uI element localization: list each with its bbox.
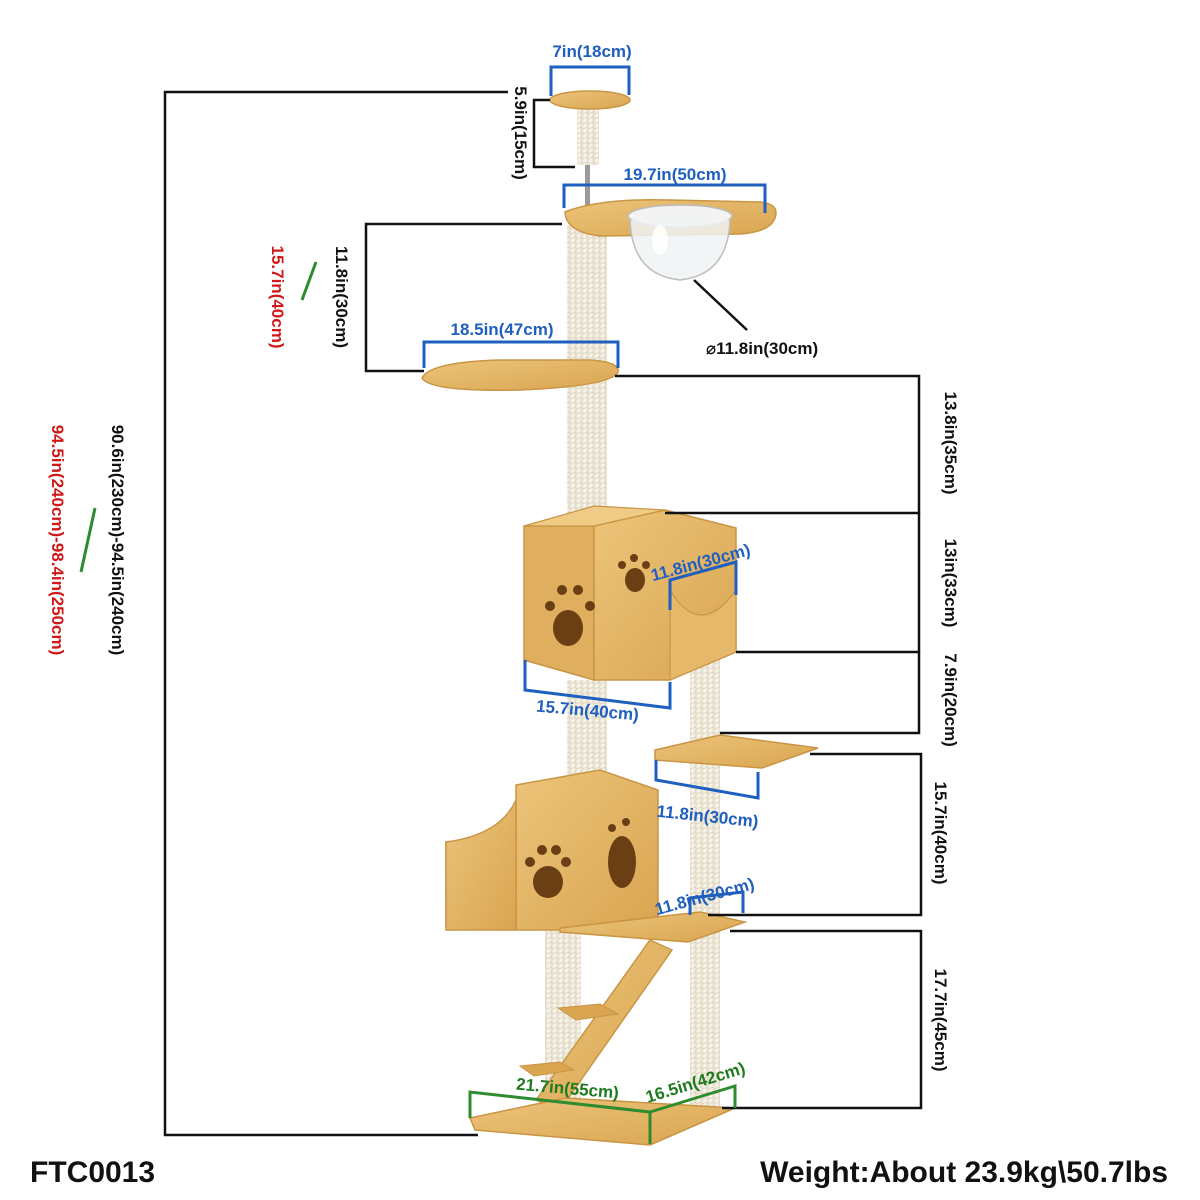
label-gap-to-condo-top: 13.8in(35cm)	[941, 392, 960, 495]
label-round-platform-width: 18.5in(47cm)	[451, 320, 554, 339]
weight-label: Weight:About 23.9kg\50.7lbs	[760, 1156, 1168, 1189]
label-lower-to-base-height: 17.7in(45cm)	[931, 969, 950, 1072]
blue-dimension-lines	[422, 65, 767, 915]
label-condo-top-height: 13in(33cm)	[941, 539, 960, 628]
metal-rod	[585, 165, 590, 213]
label-bowl-platform-width: 19.7in(50cm)	[624, 165, 727, 184]
label-step-to-lower-platform: 15.7in(40cm)	[931, 782, 950, 885]
black-dimension-lines	[163, 90, 923, 1137]
label-top-post-height: 5.9in(15cm)	[511, 86, 530, 180]
bowl-highlight	[652, 225, 668, 255]
label-upper-gap-height-alt: 15.7in(40cm)	[268, 246, 287, 349]
ladder-step-lower	[518, 1061, 576, 1077]
sisal-post-top	[577, 103, 599, 165]
model-number: FTC0013	[30, 1156, 155, 1189]
base-board	[468, 1097, 736, 1146]
cat-tree	[421, 90, 819, 1146]
upper-condo	[523, 505, 737, 681]
top-perch	[549, 90, 631, 110]
label-bowl-diameter: ⌀11.8in(30cm)	[706, 339, 818, 358]
lower-platform	[559, 911, 748, 943]
label-upper-gap-height: 11.8in(30cm)	[332, 246, 351, 348]
green-dimension-lines	[79, 261, 737, 1144]
dimension-labels: 7in(18cm) 5.9in(15cm) 19.7in(50cm) ⌀11.8…	[48, 42, 960, 1107]
label-condo-to-step-height: 7.9in(20cm)	[941, 653, 960, 747]
lower-condo	[445, 769, 659, 931]
label-total-height-alt: 94.5in(240cm)-98.4in(250cm)	[48, 425, 67, 656]
round-platform	[421, 359, 619, 391]
ladder-step-upper	[556, 1003, 620, 1021]
label-total-height: 90.6in(230cm)-94.5in(240cm)	[108, 425, 127, 656]
step-shelf	[654, 734, 819, 769]
clear-bowl	[629, 219, 731, 281]
label-top-perch-width: 7in(18cm)	[552, 42, 631, 61]
